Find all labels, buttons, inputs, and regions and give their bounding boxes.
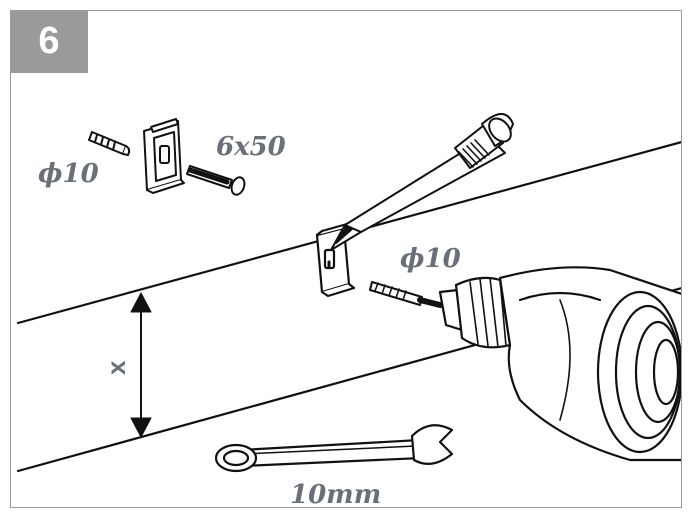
wall-plug-icon (88, 131, 131, 156)
spanner-size-label: 10mm (290, 480, 381, 510)
distance-label: x (101, 360, 131, 375)
screw-size-label: 6x50 (216, 132, 286, 162)
plug-diameter-label: ϕ10 (38, 159, 99, 189)
bracket-icon (143, 118, 185, 194)
screw-icon (186, 165, 246, 196)
drill-icon (438, 266, 681, 462)
step-number-badge: 6 (10, 10, 88, 73)
distance-arrow (130, 292, 152, 438)
drill-bit-icon (369, 281, 443, 308)
spanner-icon (214, 424, 454, 473)
drill-bit-diameter-label: ϕ10 (400, 244, 461, 274)
pencil-icon (330, 113, 514, 251)
